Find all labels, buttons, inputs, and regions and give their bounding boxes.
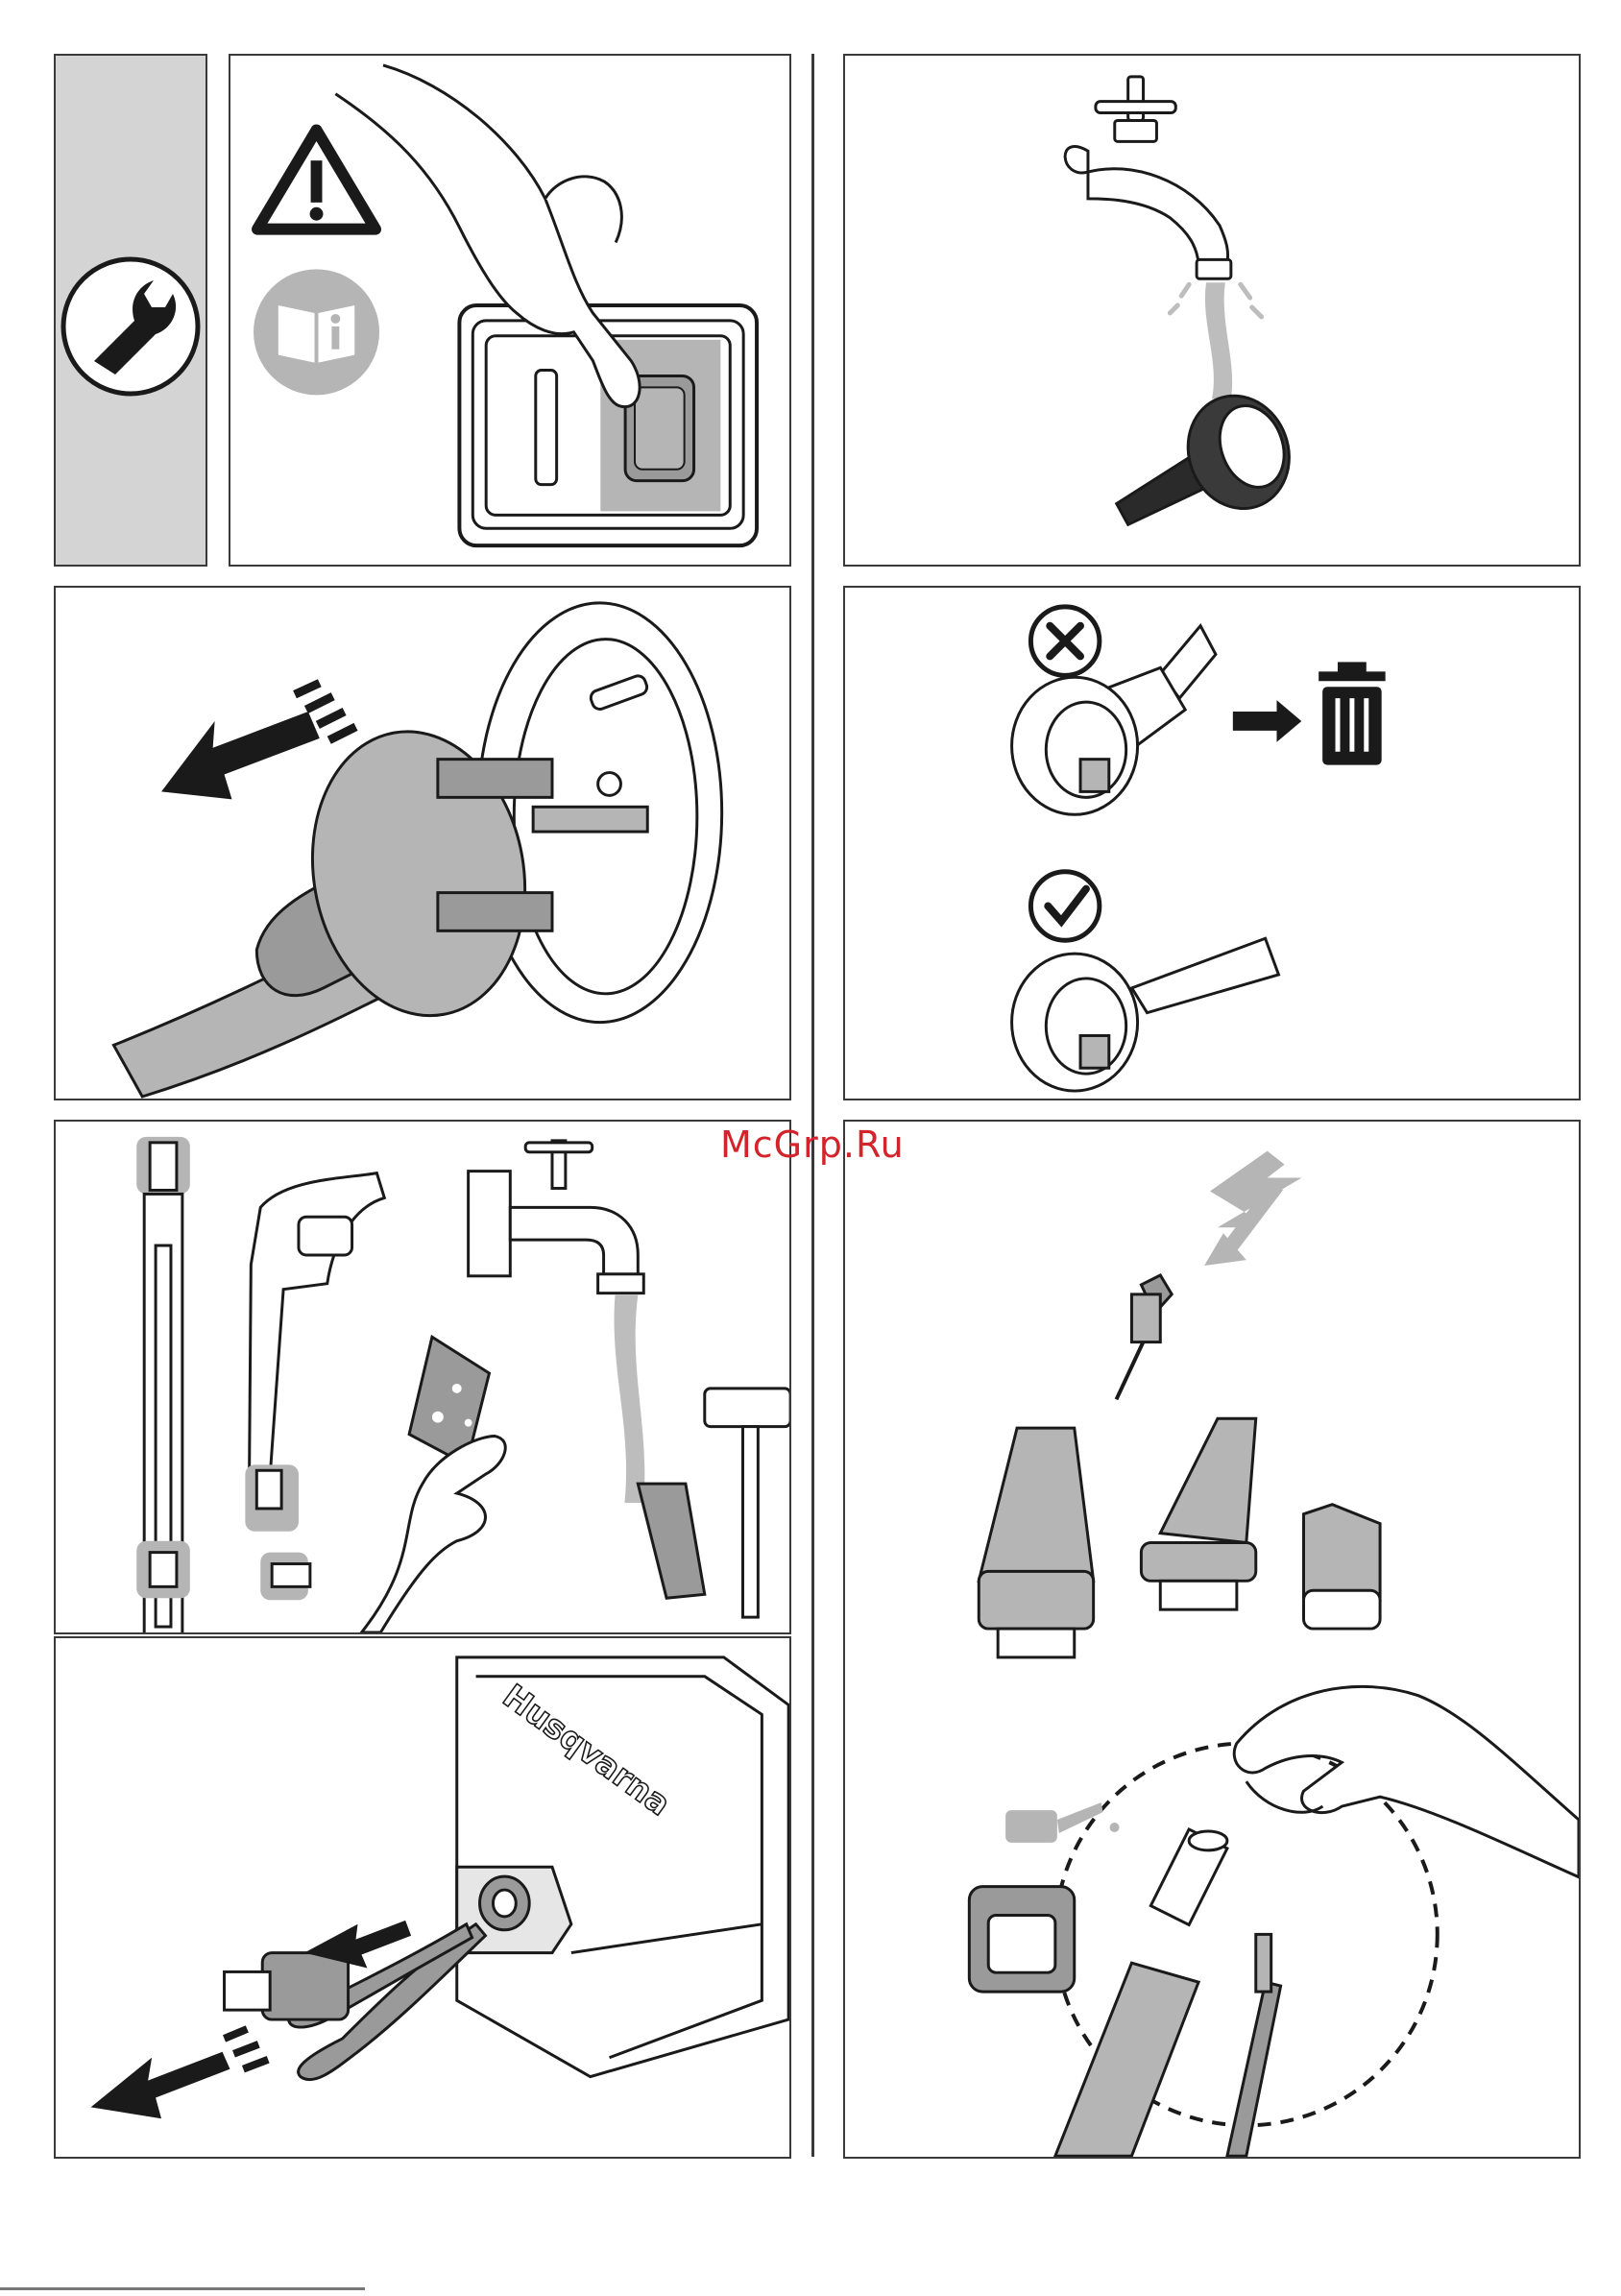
tap-icon: [1065, 77, 1231, 278]
cross-mark-icon: [1030, 607, 1099, 675]
watermark[interactable]: McGrp.Ru: [720, 1124, 905, 1166]
manual-info-icon: [254, 269, 379, 395]
panel-switch-off: [229, 54, 791, 567]
tap-icon: [469, 1141, 644, 1293]
oil-can-icon: [1005, 1802, 1119, 1843]
panel-unplug: [54, 586, 791, 1100]
spray-gun-icon: [245, 1173, 384, 1601]
trash-icon: [1319, 662, 1385, 764]
arrow-left-icon: [161, 683, 355, 799]
machine-icon: Husqvarna: [457, 1657, 788, 2077]
lance-icon: [136, 1137, 190, 1632]
coupling-icon: [969, 1887, 1074, 1992]
hand-icon: [361, 1437, 505, 1632]
inlet-fitting-icon: [480, 1876, 530, 1930]
panel-remove-inlet: Husqvarna: [54, 1636, 791, 2159]
nozzle-icon: [1117, 381, 1305, 524]
needle-icon: [1117, 1275, 1173, 1399]
hand-icon: [1234, 1686, 1579, 1876]
section-tab: [54, 54, 207, 567]
panel-clean-accessories: [54, 1120, 791, 1634]
nozzle-icon: [638, 1389, 789, 1617]
warning-triangle-icon: [257, 130, 375, 229]
water-stream: [1170, 282, 1261, 399]
nozzle-icon: [979, 1418, 1380, 1657]
arrow-down-icon: [1204, 1151, 1301, 1266]
wrench-icon: [56, 56, 209, 568]
check-mark-icon: [1030, 872, 1099, 940]
good-nozzle-icon: [1012, 938, 1279, 1091]
gun-end-icon: [1055, 1829, 1281, 2156]
panel-nozzle-needle: [843, 1120, 1581, 2159]
column-divider: [811, 54, 814, 2157]
water-stream: [615, 1295, 645, 1503]
arrow-right-icon: [1233, 700, 1301, 742]
panel-nozzle-check: [843, 586, 1581, 1100]
footer-strip: [0, 2287, 365, 2290]
panel-tap-rinse: [843, 54, 1581, 567]
coupling-icon: [225, 1953, 349, 2019]
